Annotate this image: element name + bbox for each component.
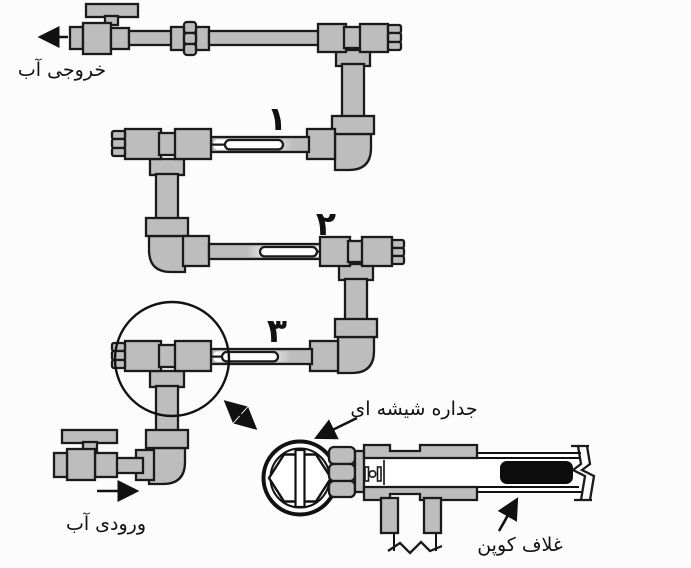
outlet-valve-body (81, 21, 113, 56)
holder-plug-2 (390, 238, 406, 250)
coupon-holder-cross-section (327, 443, 596, 555)
hex-bolt-head (327, 445, 357, 466)
tee-body-section-top (362, 443, 479, 460)
coupon-2 (258, 245, 319, 258)
inlet-valve-body (65, 447, 97, 482)
pipe-break-right (570, 445, 587, 501)
union-fitting (169, 20, 211, 57)
station-number-1: ۱ (267, 99, 287, 138)
tee-fitting-row2 (110, 127, 213, 177)
holder-plug-1 (110, 129, 127, 141)
vertical-pipe-1 (340, 62, 366, 120)
coupon-holder-end-view (261, 439, 339, 517)
pipe-break-bottom (387, 540, 443, 555)
detail-pointer-arrow-icon (223, 400, 258, 430)
tee-fitting-row3 (318, 235, 406, 282)
elbow-row3-left (144, 216, 211, 274)
coupon-1 (223, 138, 285, 151)
station-number-3: ۳ (267, 311, 287, 350)
glass-wall-label: جداره شیشه ای (350, 398, 477, 420)
coupon-sleeve-leader-arrow-icon (497, 497, 519, 532)
glass-wall-leader-arrow-icon (314, 416, 358, 440)
glass-wall-callout: جداره شیشه ای (314, 398, 478, 440)
pipe-run-top (127, 29, 177, 47)
branch-wall-right (422, 496, 443, 535)
vertical-pipe-3 (343, 277, 369, 323)
elbow-row2-right (305, 114, 376, 172)
inlet-label: ورودی آب (66, 511, 146, 535)
outlet-label: خروجی آب (18, 57, 106, 81)
vertical-pipe-4 (154, 384, 180, 434)
pipe-run-top-right (207, 29, 323, 47)
detail-highlight-circle (113, 300, 231, 418)
elbow-row4-right (308, 317, 379, 375)
tee-fitting-row4 (110, 339, 213, 389)
spring-detail (364, 466, 370, 482)
outlet-assembly: خروجی آب (18, 2, 140, 81)
coupon-sleeve-callout: غلاف کوپن (477, 497, 563, 556)
branch-wall-left (379, 496, 400, 535)
coupon-edge-view (294, 448, 306, 509)
coupon-sleeve (500, 461, 573, 484)
tee-fitting-top (316, 22, 403, 68)
vertical-pipe-2 (154, 172, 180, 222)
station-number-2: ۲ (316, 204, 336, 243)
inlet-assembly: ورودی آب (52, 428, 146, 535)
coupon-3 (220, 350, 280, 363)
tee-plug-cap (386, 23, 403, 35)
coupon-sleeve-label: غلاف کوپن (477, 534, 563, 556)
holder-plug-3 (110, 341, 127, 353)
